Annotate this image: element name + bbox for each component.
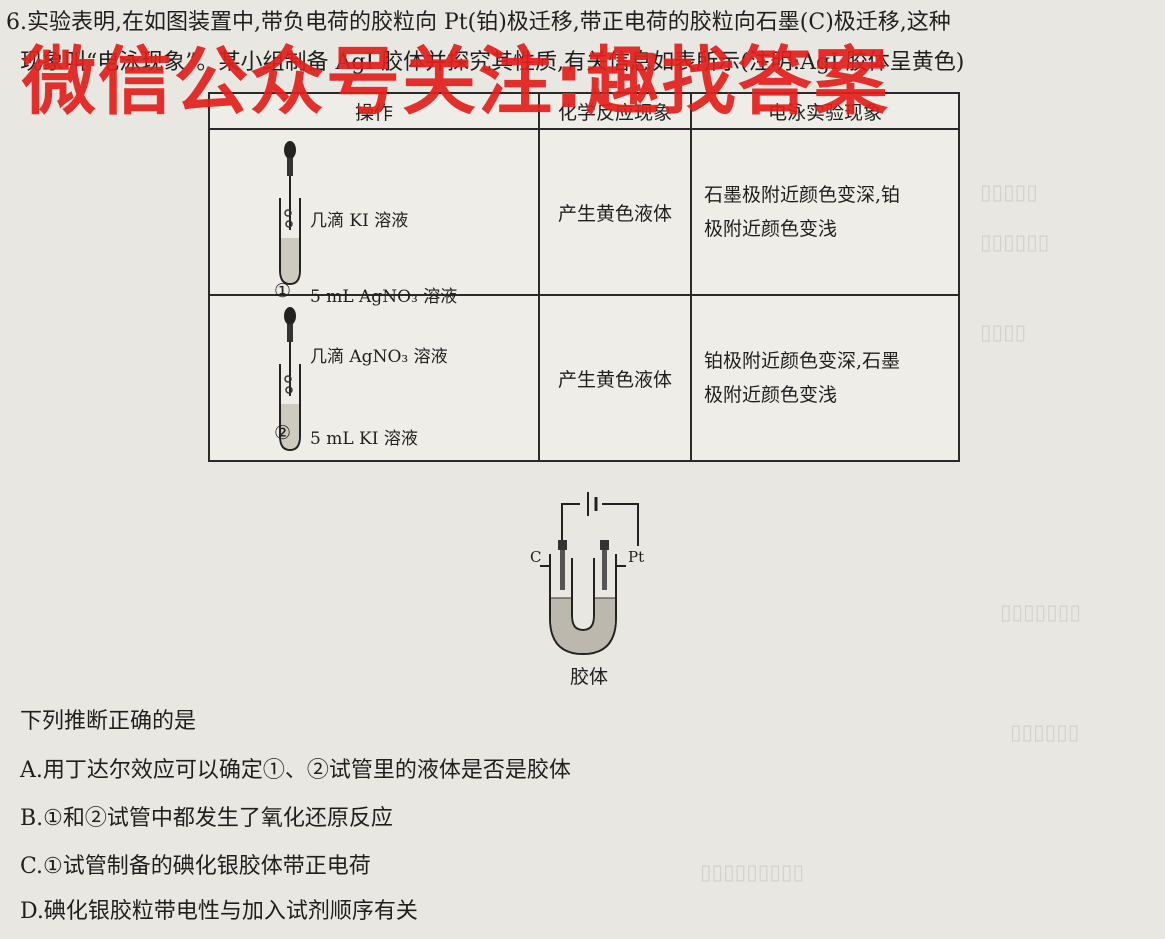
header-operation: 操作 <box>208 92 540 130</box>
electrophoresis-line-1: 铂极附近颜色变深,石墨 <box>704 350 901 372</box>
option-d: D.碘化银胶粒带电性与加入试剂顺序有关 <box>20 899 418 924</box>
electrophoresis-line-2: 极附近颜色变浅 <box>704 384 838 406</box>
bleed-through-text: ▯▯▯▯▯▯▯ <box>1000 600 1081 624</box>
bleed-through-text: ▯▯▯▯▯▯▯▯▯ <box>700 860 805 884</box>
electrophoresis-line-1: 石墨极附近颜色变深,铂 <box>704 184 901 206</box>
graphite-electrode-label: C <box>530 548 542 566</box>
colloid-caption: 胶体 <box>570 666 609 688</box>
reaction-cell: 产生黄色液体 <box>538 294 692 462</box>
question-prompt: 下列推断正确的是 <box>20 709 197 734</box>
bleed-through-text: ▯▯▯▯▯▯ <box>1010 720 1080 744</box>
table-row: 几滴 AgNO₃ 溶液 ② 5 mL KI 溶液 产生黄色液体 铂极附近颜色变深… <box>208 294 960 462</box>
option-b: B.①和②试管中都发生了氧化还原反应 <box>20 806 393 831</box>
electrophoresis-cell: 铂极附近颜色变深,石墨 极附近颜色变浅 <box>690 294 960 462</box>
header-reaction: 化学反应现象 <box>538 92 692 130</box>
reagent-top-label: 几滴 KI 溶液 <box>310 211 409 231</box>
question-stem-line-1: 6.实验表明,在如图装置中,带负电荷的胶粒向 Pt(铂)极迁移,带正电荷的胶粒向… <box>6 10 951 35</box>
table-row: 几滴 KI 溶液 ① 5 mL AgNO₃ 溶液 产生黄色液体 石墨极附近颜色变… <box>208 128 960 307</box>
reagent-top-label: 几滴 AgNO₃ 溶液 <box>310 347 448 367</box>
option-c: C.①试管制备的碘化银胶体带正电荷 <box>20 854 371 879</box>
reagent-bottom-label: 5 mL KI 溶液 <box>310 429 418 449</box>
electrophoresis-u-tube-diagram <box>540 492 639 656</box>
tube-number: ② <box>274 422 292 444</box>
bleed-through-text: ▯▯▯▯▯▯ <box>980 230 1050 254</box>
question-stem-line-2: 现象叫“电泳现象”。某小组制备 AgI 胶体并探究其性质,有关信息如表所示(注明… <box>20 50 965 75</box>
reaction-cell: 产生黄色液体 <box>538 128 692 296</box>
operation-cell: 几滴 AgNO₃ 溶液 ② 5 mL KI 溶液 <box>208 294 540 462</box>
header-electrophoresis: 电泳实验现象 <box>690 92 960 130</box>
operation-cell: 几滴 KI 溶液 ① 5 mL AgNO₃ 溶液 <box>208 128 540 307</box>
electrophoresis-line-2: 极附近颜色变浅 <box>704 218 838 240</box>
table-header-row: 操作 化学反应现象 电泳实验现象 <box>208 92 960 130</box>
platinum-electrode-label: Pt <box>628 548 645 566</box>
experiment-table: 操作 化学反应现象 电泳实验现象 几滴 KI 溶液 ① 5 mL AgNO₃ 溶… <box>208 92 960 462</box>
watermark-overlay: 微信公众号关注:趣找答案 <box>22 39 890 125</box>
option-a: A.用丁达尔效应可以确定①、②试管里的液体是否是胶体 <box>20 758 571 783</box>
test-tube-with-dropper-icon <box>279 307 301 452</box>
bleed-through-text: ▯▯▯▯ <box>980 320 1027 344</box>
bleed-through-text: ▯▯▯▯▯ <box>980 180 1038 204</box>
electrophoresis-cell: 石墨极附近颜色变深,铂 极附近颜色变浅 <box>690 128 960 296</box>
test-tube-with-dropper-icon <box>279 141 301 286</box>
